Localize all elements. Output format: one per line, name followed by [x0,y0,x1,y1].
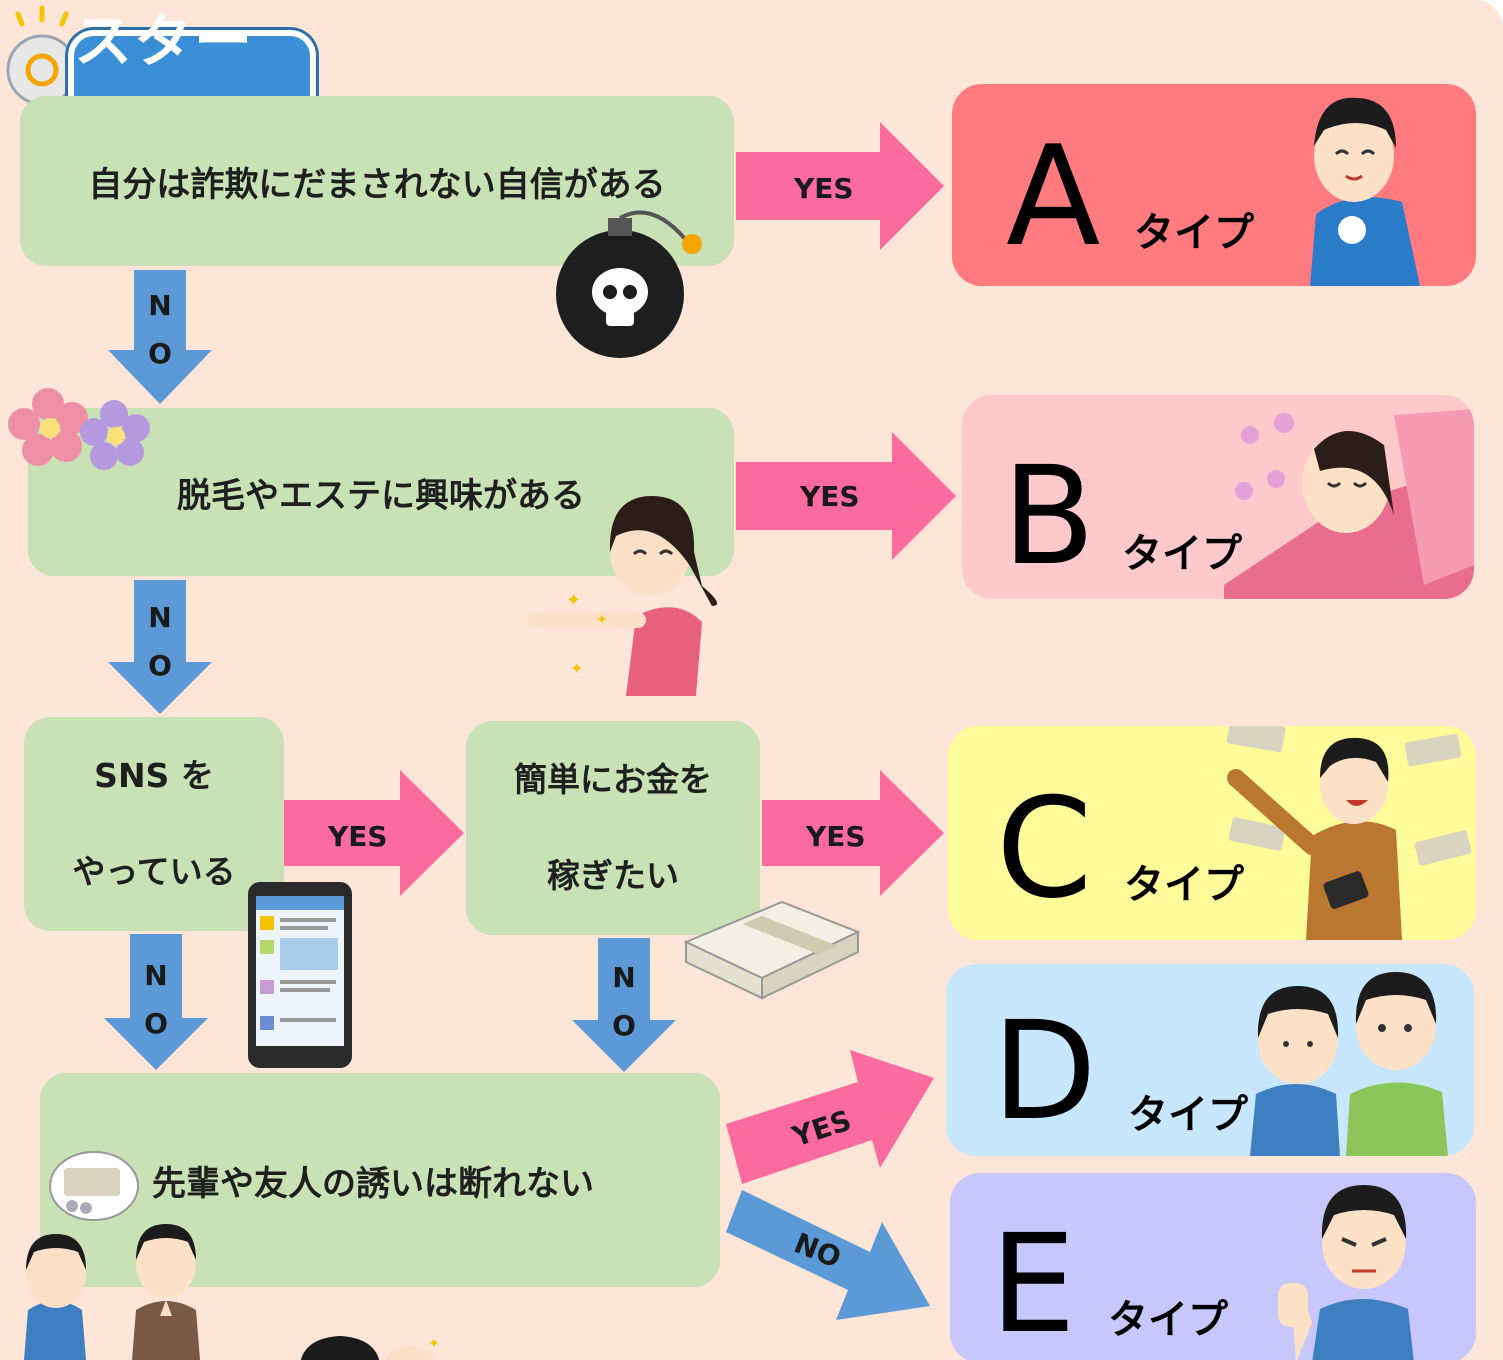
result-letter: A [1006,116,1101,277]
result-suffix: タイプ [1108,1297,1228,1343]
result-suffix: タイプ [1128,1092,1248,1138]
yes-arrow-q2 [736,432,956,560]
no-arrow-q1 [108,270,212,404]
result-letter: B [1002,438,1096,596]
question-sns: SNS を やっている [24,717,284,931]
smartphone-icon [248,882,352,1068]
skull-bomb-icon [556,210,702,358]
no-arrow-q3 [104,934,208,1070]
question-text-line2: やっている [72,852,236,891]
no-letter-n: N [144,959,168,992]
yes-label: YES [794,172,854,205]
person-head-partial-icon: ✦ [300,1336,440,1360]
result-type-d: D タイプ [946,964,1474,1156]
refusing-man-icon [1278,1185,1414,1360]
question-easy-money: 簡単にお金を 稼ぎたい [466,721,760,935]
result-suffix: タイプ [1124,862,1244,908]
result-type-c: C タイプ [948,726,1476,940]
yes-arrow-q5 [726,1050,934,1184]
rich-man-icon [1226,726,1472,940]
question-text-line1: SNS を [94,756,214,795]
no-letter-n: N [148,289,172,322]
no-arrow-q2 [108,580,212,714]
no-letter-o: O [148,337,172,370]
question-text-line2: 稼ぎたい [547,856,679,895]
esthetic-salon-icon [1224,409,1474,599]
result-letter: D [992,993,1097,1151]
question-text: 脱毛やエステに興味がある [177,475,585,516]
question-text-line1: 簡単にお金を [514,760,712,799]
result-letter: C [996,768,1093,929]
yes-arrow-q3 [284,770,464,896]
no-arrow-q5 [726,1190,930,1320]
svg-text:✦: ✦ [596,612,608,628]
result-type-b: B タイプ [962,395,1474,599]
question-text: 先輩や友人の誘いは断れない [152,1163,594,1204]
money-stack-icon [683,900,861,1000]
yes-arrow-q4 [762,770,944,896]
result-type-e: E タイプ [950,1173,1476,1360]
result-suffix: タイプ [1122,531,1242,577]
no-letter-o: O [148,649,172,682]
result-type-a: A タイプ [952,84,1476,286]
svg-text:✦: ✦ [566,590,581,611]
no-letter-o: O [144,1007,168,1040]
flowers-icon [8,388,150,470]
yes-label: YES [806,820,866,853]
yes-arrow-q1 [736,122,944,250]
result-suffix: タイプ [1134,210,1254,256]
no-arrow-q4 [572,938,676,1072]
yes-label: YES [800,480,860,513]
confident-man-icon [1310,97,1420,286]
begging-friends-icon [24,1151,200,1360]
svg-text:✦: ✦ [570,659,583,678]
hair-removal-woman-icon: ✦ ✦ ✦ [528,496,718,696]
svg-text:✦: ✦ [428,1336,440,1352]
no-letter-o: O [612,1009,636,1042]
yes-label: YES [328,820,388,853]
question-text: 自分は詐欺にだまされない自信がある [88,164,666,205]
no-letter-n: N [612,961,636,994]
no-letter-n: N [148,601,172,634]
result-letter: E [990,1206,1076,1360]
two-friends-icon [1250,972,1448,1156]
